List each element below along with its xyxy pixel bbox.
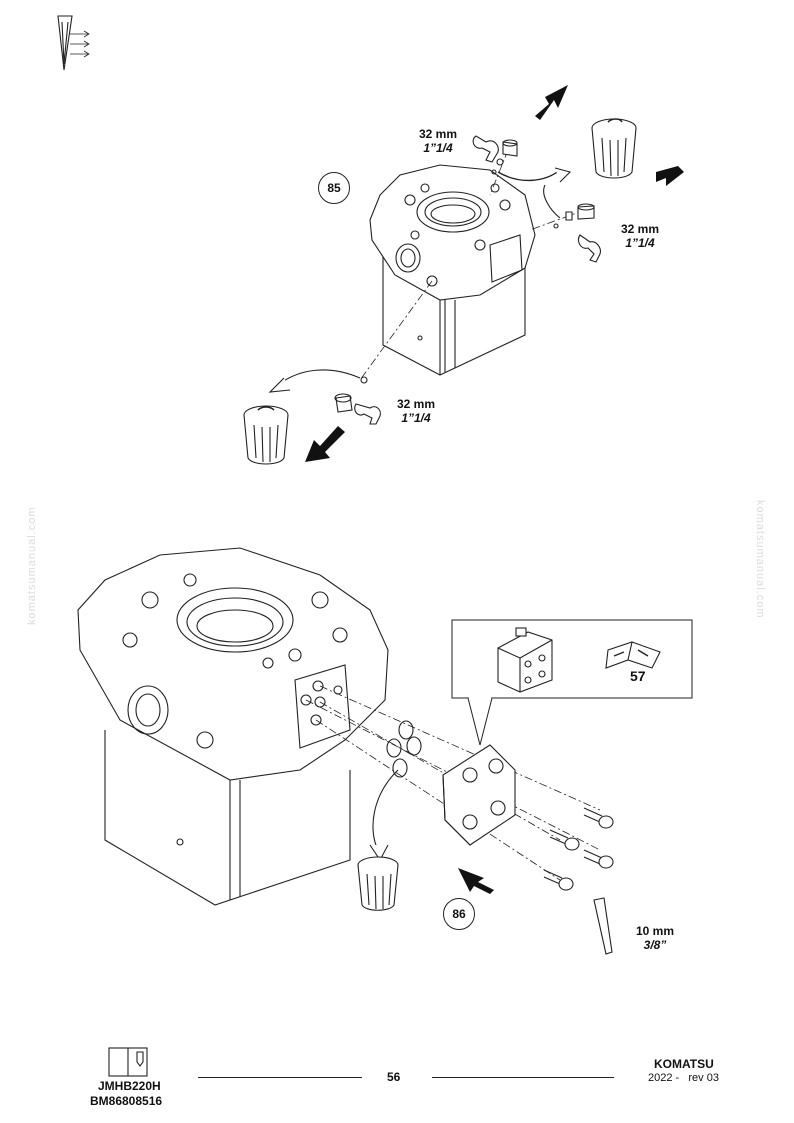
inset-reference-number: 57 <box>630 668 646 684</box>
wrench-icon <box>354 403 381 425</box>
bottom-wrench-size: 32 mm <box>396 397 436 411</box>
hex-key-imperial: 3/8” <box>643 938 667 952</box>
callout-86: 86 <box>443 898 475 930</box>
cap-screws <box>543 807 614 891</box>
top-wrench-imperial: 1”1/4 <box>423 141 453 155</box>
drop-grade-icon <box>57 15 90 71</box>
footer-rule-left <box>198 1077 362 1078</box>
top-wrench-spec: 32 mm 1”1/4 <box>410 127 466 155</box>
wrench-icon <box>472 135 499 163</box>
hex-key-icon <box>593 897 613 955</box>
wrench-icon <box>577 234 601 263</box>
page-number: 56 <box>387 1070 401 1084</box>
top-plug <box>491 139 518 175</box>
right-wrench-spec: 32 mm 1”1/4 <box>612 222 668 250</box>
footer-rule-right <box>432 1077 614 1078</box>
bottom-wrench-imperial: 1”1/4 <box>401 411 431 425</box>
right-wrench-size: 32 mm <box>620 222 660 236</box>
assembly-center-lines-top <box>359 149 586 381</box>
footer-brand: KOMATSU <box>654 1057 714 1071</box>
bottom-wrench-spec: 32 mm 1”1/4 <box>388 397 444 425</box>
top-wrench-size: 32 mm <box>418 127 458 141</box>
right-wrench-imperial: 1”1/4 <box>625 236 655 250</box>
footer-model: JMHB220H <box>98 1079 161 1093</box>
direction-arrow-icon <box>458 868 494 894</box>
manual-book-icon <box>605 641 661 669</box>
hex-key-size: 10 mm <box>635 924 675 938</box>
footer-code: BM86808516 <box>90 1094 163 1108</box>
bottom-valve-block <box>77 547 389 906</box>
direction-arrow-icon <box>305 85 684 462</box>
waste-bin-icon <box>243 405 289 465</box>
cover-plate <box>442 744 516 846</box>
callout-85: 85 <box>318 172 350 204</box>
curved-arrow <box>372 769 399 851</box>
o-rings <box>386 720 422 778</box>
curved-arrow <box>497 169 561 182</box>
waste-bin-icon <box>357 856 399 911</box>
hex-key-spec: 10 mm 3/8” <box>630 924 680 952</box>
manual-book-icon <box>108 1047 148 1077</box>
footer-revision: 2022 - rev 03 <box>648 1072 719 1084</box>
right-plug <box>553 203 595 229</box>
waste-bin-icon <box>591 118 637 179</box>
top-valve-block <box>369 164 536 376</box>
curved-arrow <box>543 184 561 219</box>
bottom-plug <box>334 376 368 413</box>
